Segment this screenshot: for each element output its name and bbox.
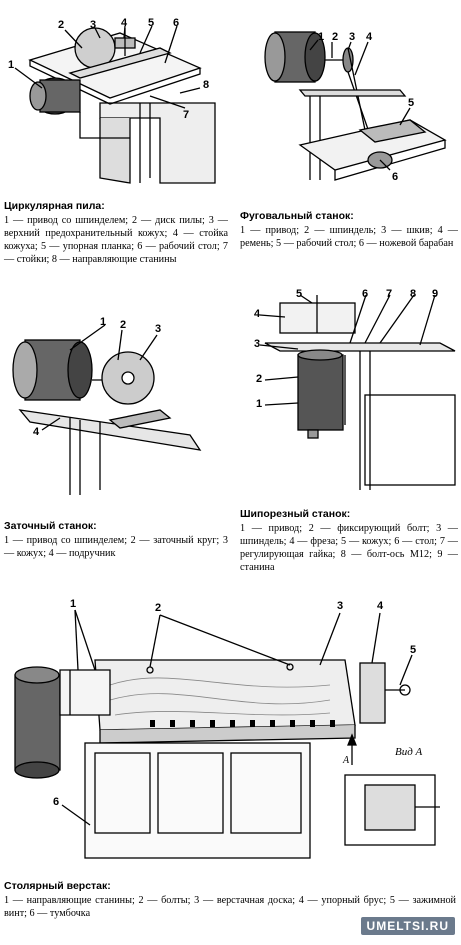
workbench-label-1: 1 — [70, 598, 76, 610]
saw-label-1: 1 — [8, 59, 14, 71]
saw-label-2: 2 — [58, 19, 64, 31]
tenoner-label-2: 2 — [256, 373, 262, 385]
jointer-caption: Фуговальный станок: 1 — привод; 2 — шпин… — [240, 210, 458, 250]
circular-saw-title: Циркулярная пила: — [4, 200, 105, 212]
jointer-label-2: 2 — [332, 31, 338, 43]
tenoner-label-5: 5 — [296, 288, 302, 300]
jointer-drawing: 1 2 3 4 5 6 — [264, 31, 447, 183]
tenoner-drawing: 4 5 3 2 1 6 7 8 9 — [254, 288, 456, 490]
saw-label-5: 5 — [148, 17, 154, 29]
circular-saw-drawing: 1 2 3 4 5 6 7 8 — [8, 17, 216, 184]
workbench-drawing: Вид А 1 2 3 4 5 6 А — [14, 598, 440, 859]
sharpener-title: Заточный станок: — [4, 520, 97, 532]
saw-label-8: 8 — [203, 79, 209, 91]
watermark: UMELTSI.RU — [360, 917, 455, 935]
jointer-legend: 1 — привод; 2 — шпиндель; 3 — шкив; 4 — … — [240, 225, 458, 249]
tenoner-label-3: 3 — [254, 338, 260, 350]
tenoner-label-6: 6 — [362, 288, 368, 300]
sharpener-label-2: 2 — [120, 319, 126, 331]
workbench-caption: Столярный верстак: 1 — направляющие стан… — [4, 880, 456, 920]
tenoner-label-7: 7 — [386, 288, 392, 300]
saw-label-7: 7 — [183, 109, 189, 121]
sharpener-label-4: 4 — [33, 426, 40, 438]
sharpener-label-1: 1 — [100, 316, 106, 328]
workbench-label-6: 6 — [53, 796, 59, 808]
jointer-label-5: 5 — [408, 97, 414, 109]
sharpener-legend: 1 — привод со шпинделем; 2 — заточный кр… — [4, 535, 228, 559]
sharpener-caption: Заточный станок: 1 — привод со шпинделем… — [4, 520, 228, 560]
tenoner-caption: Шипорезный станок: 1 — привод; 2 — фикси… — [240, 508, 458, 574]
circular-saw-legend: 1 — привод со шпинделем; 2 — диск пилы; … — [4, 215, 228, 265]
tenoner-label-1: 1 — [256, 398, 262, 410]
workbench-arrow-label: А — [342, 755, 350, 766]
sharpener-label-3: 3 — [155, 323, 161, 335]
tenoner-legend: 1 — привод; 2 — фиксирующий болт; 3 — шп… — [240, 523, 458, 573]
circular-saw-caption: Циркулярная пила: 1 — привод со шпинделе… — [4, 200, 228, 266]
workbench-label-4: 4 — [377, 600, 384, 612]
tenoner-title: Шипорезный станок: — [240, 508, 351, 520]
saw-label-3: 3 — [90, 19, 96, 31]
tenoner-label-9: 9 — [432, 288, 438, 300]
workbench-label-3: 3 — [337, 600, 343, 612]
jointer-label-1: 1 — [318, 31, 324, 43]
workbench-title: Столярный верстак: — [4, 880, 111, 892]
jointer-label-3: 3 — [349, 31, 355, 43]
tenoner-label-8: 8 — [410, 288, 416, 300]
saw-label-4: 4 — [121, 17, 128, 29]
jointer-title: Фуговальный станок: — [240, 210, 354, 222]
workbench-label-5: 5 — [410, 644, 416, 656]
workbench-view-label: Вид А — [395, 746, 423, 758]
jointer-label-6: 6 — [392, 171, 398, 183]
workbench-label-2: 2 — [155, 602, 161, 614]
saw-label-6: 6 — [173, 17, 179, 29]
jointer-label-4: 4 — [366, 31, 373, 43]
tenoner-label-4: 4 — [254, 308, 261, 320]
workbench-legend: 1 — направляющие станины; 2 — болты; 3 —… — [4, 895, 456, 919]
sharpener-drawing: 1 2 3 4 — [12, 316, 202, 495]
